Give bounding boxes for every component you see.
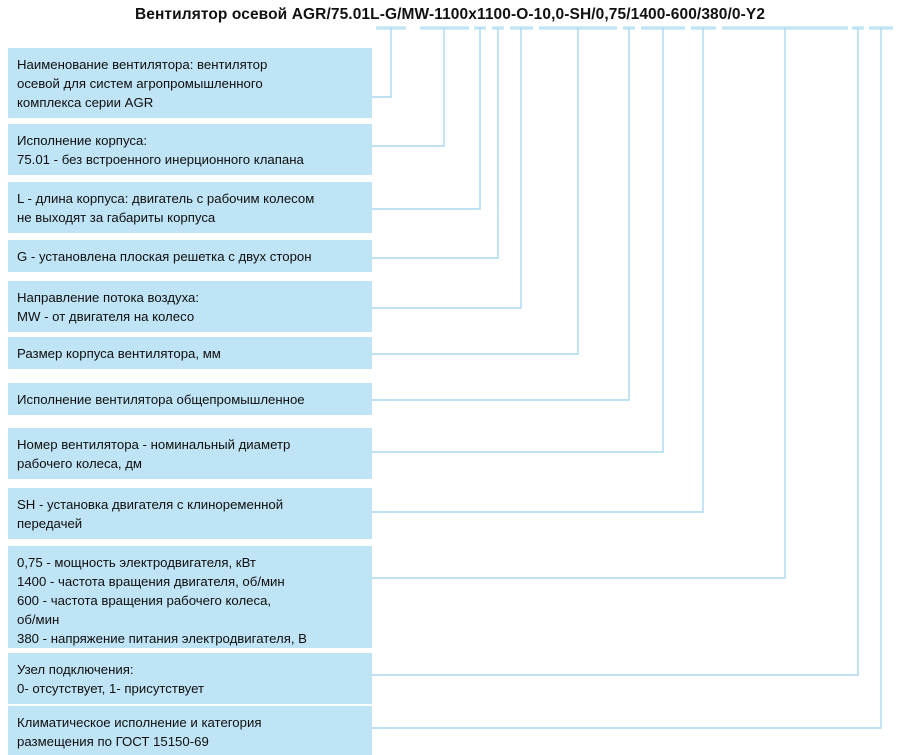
leader-drive <box>372 28 704 513</box>
callout-housing-size: Размер корпуса вентилятора, мм <box>8 337 372 369</box>
callout-line: 1400 - частота вращения двигателя, об/ми… <box>17 574 285 589</box>
callout-execution: Исполнение вентилятора общепромышленное <box>8 383 372 415</box>
callout-line: передачей <box>17 516 83 531</box>
callout-grille: G - установлена плоская решетка с двух с… <box>8 240 372 272</box>
callout-line: осевой для систем агропромышленного <box>17 76 263 91</box>
leader-motor-data <box>372 28 786 579</box>
callout-line: 0,75 - мощность электродвигателя, кВт <box>17 555 256 570</box>
callout-line: L - длина корпуса: двигатель с рабочим к… <box>17 191 315 206</box>
page-title: Вентилятор осевой AGR/75.01L-G/MW-1100x1… <box>134 6 766 23</box>
callout-line: Направление потока воздуха: <box>17 290 200 305</box>
callout-motor-data: 0,75 - мощность электродвигателя, кВт 14… <box>8 546 372 648</box>
leader-housing-size <box>372 28 579 355</box>
leader-fan-number <box>372 28 664 453</box>
callout-line: об/мин <box>17 612 60 627</box>
leader-grille <box>372 28 499 259</box>
callout-line: Узел подключения: <box>17 662 134 677</box>
leader-housing <box>372 28 445 147</box>
callout-series: Наименование вентилятора: вентилятор осе… <box>8 48 372 118</box>
callout-line: G - установлена плоская решетка с двух с… <box>17 249 312 264</box>
callout-line: Наименование вентилятора: вентилятор <box>17 57 268 72</box>
callout-line: не выходят за габариты корпуса <box>17 210 216 225</box>
leader-airflow <box>372 28 522 309</box>
callout-length: L - длина корпуса: двигатель с рабочим к… <box>8 182 372 233</box>
callout-line: Климатическое исполнение и категория <box>17 715 262 730</box>
callout-climate: Климатическое исполнение и категория раз… <box>8 706 372 755</box>
callout-line: рабочего колеса, дм <box>17 456 142 471</box>
callout-housing: Исполнение корпуса: 75.01 - без встроенн… <box>8 124 372 175</box>
callout-line: Номер вентилятора - номинальный диаметр <box>17 437 291 452</box>
callout-line: SH - установка двигателя с клиноременной <box>17 497 284 512</box>
callout-line: размещения по ГОСТ 15150-69 <box>17 734 209 749</box>
leader-series <box>372 28 392 98</box>
callout-line: 75.01 - без встроенного инерционного кла… <box>17 152 304 167</box>
callout-line: комплекса серии AGR <box>17 95 154 110</box>
callout-connection: Узел подключения: 0- отсутствует, 1- при… <box>8 653 372 704</box>
callout-drive: SH - установка двигателя с клиноременной… <box>8 488 372 539</box>
callout-line: 0- отсутствует, 1- присутствует <box>17 681 205 696</box>
leader-execution <box>372 28 630 401</box>
leader-climate <box>372 28 882 729</box>
callout-line: Размер корпуса вентилятора, мм <box>17 346 221 361</box>
callout-line: Исполнение корпуса: <box>17 133 147 148</box>
callout-line: Исполнение вентилятора общепромышленное <box>17 392 305 407</box>
callout-line: 600 - частота вращения рабочего колеса, <box>17 593 272 608</box>
callout-line: MW - от двигателя на колесо <box>17 309 195 324</box>
callout-line: 380 - напряжение питания электродвигател… <box>17 631 307 646</box>
callout-airflow: Направление потока воздуха: MW - от двиг… <box>8 281 372 332</box>
leader-length <box>372 28 481 210</box>
leader-connection <box>372 28 859 676</box>
callout-fan-number: Номер вентилятора - номинальный диаметр … <box>8 428 372 479</box>
